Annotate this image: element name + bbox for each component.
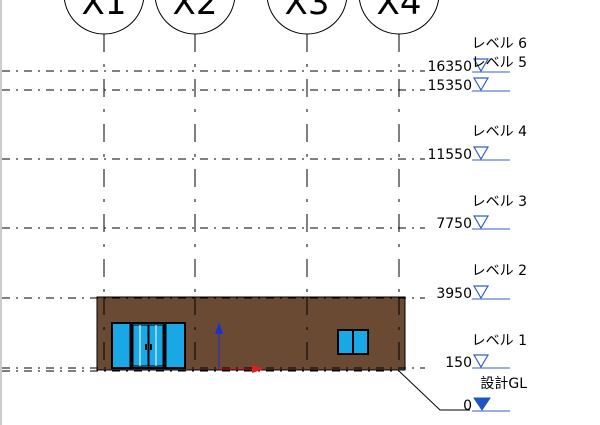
level-head-gl[interactable]: 設計GL 0 — [463, 376, 527, 414]
level-name-2: レベル 2 — [472, 263, 527, 279]
y-axis-arrow-icon — [215, 322, 223, 334]
grid-lines-over-wall — [103, 297, 400, 372]
grid-bubble-x2[interactable]: X2 — [154, 0, 236, 35]
level-elevation-5: 15350 — [427, 78, 472, 94]
level-head-3[interactable]: レベル 3 7750 — [436, 194, 527, 232]
level-name-4: レベル 4 — [472, 124, 527, 140]
level-elevation-3: 7750 — [436, 216, 472, 232]
grid-label-x1: X1 — [82, 0, 127, 23]
level-heads: レベル 6 16350 レベル 5 15350 レベル 4 11550 レベル … — [427, 36, 527, 414]
window[interactable] — [337, 329, 369, 355]
level-name-3: レベル 3 — [472, 194, 527, 210]
level-elevation-1: 150 — [445, 355, 472, 371]
level-head-6[interactable]: レベル 6 16350 — [427, 36, 527, 75]
level-elevation-2: 3950 — [436, 286, 472, 302]
level-leader-gl — [398, 370, 470, 411]
grid-bubble-x3[interactable]: X3 — [266, 0, 348, 35]
coordinate-axes — [215, 322, 264, 373]
level-marker-1-icon — [472, 354, 490, 369]
entrance-door[interactable] — [111, 322, 186, 369]
level-lines — [2, 70, 470, 411]
level-elevation-6: 16350 — [427, 59, 472, 75]
level-name-6: レベル 6 — [472, 36, 527, 52]
grid-label-x2: X2 — [173, 0, 218, 23]
level-name-5: レベル 5 — [472, 55, 527, 71]
level-name-gl: 設計GL — [480, 376, 527, 392]
level-name-1: レベル 1 — [472, 333, 527, 349]
grid-label-x3: X3 — [285, 0, 330, 23]
level-marker-gl-icon — [473, 397, 491, 411]
level-marker-3-icon — [472, 215, 490, 230]
level-marker-4-icon — [472, 146, 490, 161]
level-marker-2-icon — [472, 285, 490, 300]
level-head-2[interactable]: レベル 2 3950 — [436, 263, 527, 302]
level-head-4[interactable]: レベル 4 11550 — [427, 124, 527, 163]
grid-bubbles: X1 X2 X3 X4 — [63, 0, 440, 35]
level-head-5[interactable]: レベル 5 15350 — [427, 55, 527, 94]
level-elevation-gl: 0 — [463, 398, 472, 414]
grid-bubble-x4[interactable]: X4 — [358, 0, 440, 35]
level-head-1[interactable]: レベル 1 150 — [445, 333, 527, 371]
level-marker-6-icon — [472, 58, 490, 73]
level-marker-5-icon — [472, 77, 490, 92]
grid-bubble-x1[interactable]: X1 — [63, 0, 145, 35]
x-axis-arrow-icon — [252, 365, 264, 373]
grid-label-x4: X4 — [377, 0, 422, 23]
level-elevation-4: 11550 — [427, 147, 472, 163]
